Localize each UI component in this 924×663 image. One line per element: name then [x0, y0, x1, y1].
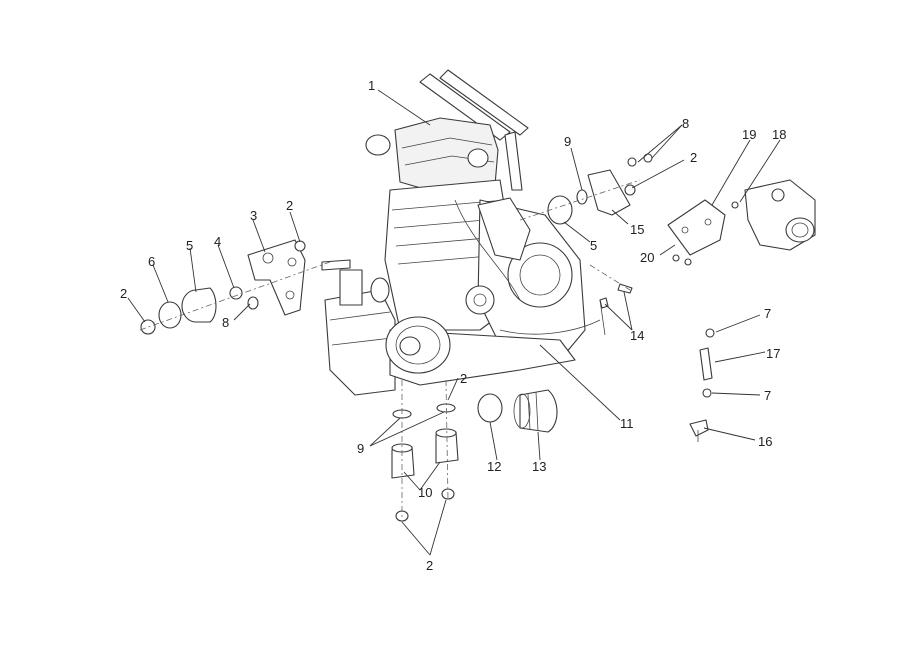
callout-18: 18 — [772, 127, 786, 142]
callout-19: 19 — [742, 127, 756, 142]
right-mount-group — [519, 153, 653, 225]
bushing-5-right — [547, 195, 573, 225]
callout-11: 11 — [620, 416, 634, 431]
callout-2-left: 2 — [120, 286, 127, 301]
bottom-mount-group — [391, 379, 459, 522]
callout-10: 10 — [418, 485, 432, 500]
nut-2-top — [294, 240, 306, 252]
clamp-12 — [477, 393, 503, 423]
clip-7-bottom — [702, 388, 712, 398]
engine-assembly — [321, 69, 606, 396]
callout-5-right: 5 — [590, 238, 597, 253]
callout-8-right: 8 — [682, 116, 689, 131]
washer-6 — [158, 301, 182, 329]
mount-bracket-15 — [587, 169, 631, 216]
bolt-8-left — [247, 296, 259, 310]
clamp-coupler-group — [477, 389, 558, 433]
leader-lines — [127, 89, 781, 556]
callout-2-center: 2 — [460, 371, 467, 386]
callout-20: 20 — [640, 250, 654, 265]
callout-13: 13 — [532, 459, 546, 474]
callout-3: 3 — [250, 208, 257, 223]
spacer-4 — [229, 286, 243, 300]
callout-7-top: 7 — [764, 306, 771, 321]
callout-2-bottom: 2 — [426, 558, 433, 573]
valve-16 — [689, 419, 709, 437]
callout-2-top-right: 2 — [690, 150, 697, 165]
callout-12: 12 — [487, 459, 501, 474]
callout-1: 1 — [368, 78, 375, 93]
throttle-body-group — [667, 179, 816, 266]
callout-14: 14 — [630, 328, 644, 343]
callout-16: 16 — [758, 434, 772, 449]
callout-9-bottom: 9 — [357, 441, 364, 456]
callout-7-bottom: 7 — [764, 388, 771, 403]
callout-labels: 1 2 2 2 2 2 3 4 5 5 6 7 7 8 8 9 9 10 11 … — [120, 78, 786, 573]
left-mount-group — [139, 239, 331, 335]
breather-group — [689, 328, 715, 442]
hose-17 — [699, 347, 713, 381]
callout-4: 4 — [214, 234, 221, 249]
callout-8-left: 8 — [222, 315, 229, 330]
callout-9-right: 9 — [564, 134, 571, 149]
bolts-14 — [589, 264, 633, 309]
callout-5-left: 5 — [186, 238, 193, 253]
clip-7-top — [705, 328, 715, 338]
washer-9-right — [576, 189, 588, 205]
callout-6: 6 — [148, 254, 155, 269]
callout-15: 15 — [630, 222, 644, 237]
nut-2-left — [140, 319, 156, 335]
callout-2-top-left: 2 — [286, 198, 293, 213]
callout-17: 17 — [766, 346, 780, 361]
gasket-19 — [667, 199, 726, 256]
